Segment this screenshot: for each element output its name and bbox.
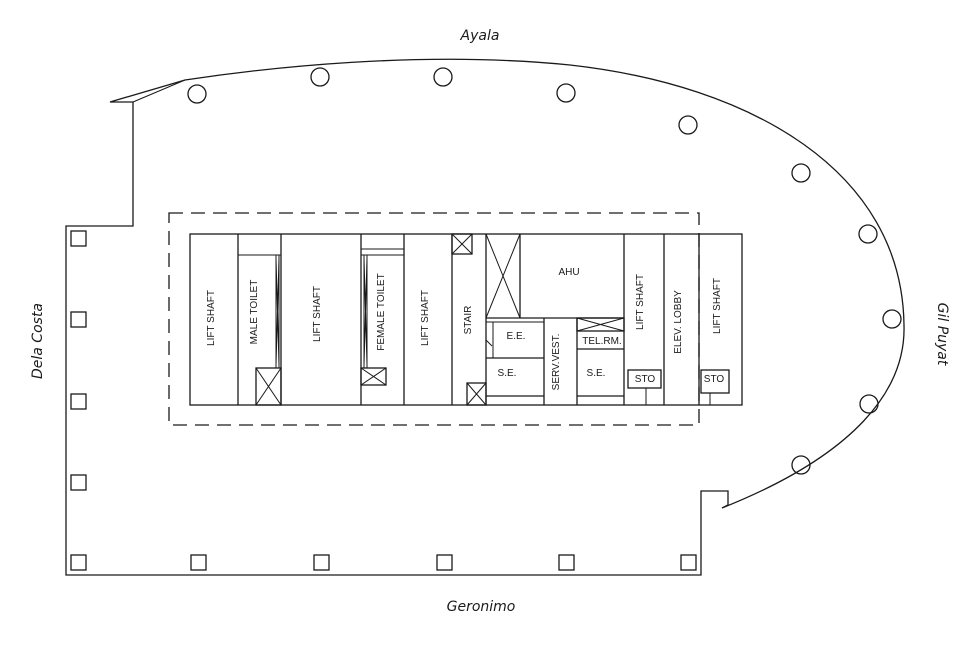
core-boundary-dashed [168, 212, 700, 426]
round-column [858, 224, 878, 244]
round-column [791, 455, 811, 475]
square-column [70, 311, 87, 328]
round-column [310, 67, 330, 87]
stair-shaft-top [451, 233, 473, 255]
square-column [70, 474, 87, 491]
round-columns [187, 67, 902, 475]
room-label-elev-lobby: ELEV. LOBBY [673, 290, 684, 354]
room-label-lift-shaft-3: LIFT SHAFT [420, 290, 431, 346]
round-column [791, 163, 811, 183]
room-label-se-2: S.E. [587, 368, 606, 379]
shaft-cross [360, 367, 387, 386]
toilet-partition [275, 257, 280, 366]
sto-box-1 [627, 369, 662, 389]
wall-line [132, 79, 186, 103]
room-label-ahu: AHU [558, 267, 579, 278]
tel-rm-shaft [576, 317, 625, 332]
shaft-cross [485, 233, 521, 319]
shaft-cross [576, 317, 625, 332]
room-label-sto-2: STO [704, 374, 725, 385]
square-column [70, 230, 87, 247]
stair-shaft-bottom [466, 382, 487, 406]
shaft-cross [466, 382, 487, 406]
service-core [189, 233, 743, 406]
room-label-stair: STAIR [463, 306, 474, 335]
room-label-lift-shaft-2: LIFT SHAFT [312, 286, 323, 342]
street-label-west: Dela Costa [30, 303, 46, 379]
square-column [70, 393, 87, 410]
square-column [70, 554, 87, 571]
room-label-female-toilet: FEMALE TOILET [376, 273, 387, 350]
square-column [680, 554, 697, 571]
street-label-south: Geronimo [447, 599, 516, 615]
room-label-male-toilet: MALE TOILET [249, 280, 260, 345]
shaft-cross [255, 367, 282, 406]
round-column [187, 84, 207, 104]
room-label-sto-1: STO [635, 374, 656, 385]
room-label-serv-vest: SERV.VEST. [551, 334, 562, 391]
male-toilet-shaft [255, 367, 282, 406]
round-column [859, 394, 879, 414]
sto-box-2 [700, 369, 730, 394]
room-label-lift-shaft-1: LIFT SHAFT [206, 290, 217, 346]
street-label-east: Gil Puyat [934, 303, 950, 366]
female-toilet-shaft [360, 367, 387, 386]
room-label-lift-shaft-4: LIFT SHAFT [635, 274, 646, 330]
toilet-partition [363, 257, 368, 366]
square-column [313, 554, 330, 571]
room-label-se-1: S.E. [498, 368, 517, 379]
room-label-ee: E.E. [507, 331, 526, 342]
shaft-cross [451, 233, 473, 255]
square-columns [70, 230, 697, 571]
round-column [882, 309, 902, 329]
square-column [558, 554, 575, 571]
street-label-north: Ayala [460, 28, 500, 44]
room-label-lift-shaft-5: LIFT SHAFT [712, 278, 723, 334]
round-column [678, 115, 698, 135]
building-outline [65, 58, 905, 576]
door-swing [485, 339, 493, 347]
round-column [433, 67, 453, 87]
round-column [556, 83, 576, 103]
square-column [190, 554, 207, 571]
square-column [436, 554, 453, 571]
room-label-tel-rm: TEL.RM. [582, 336, 621, 347]
